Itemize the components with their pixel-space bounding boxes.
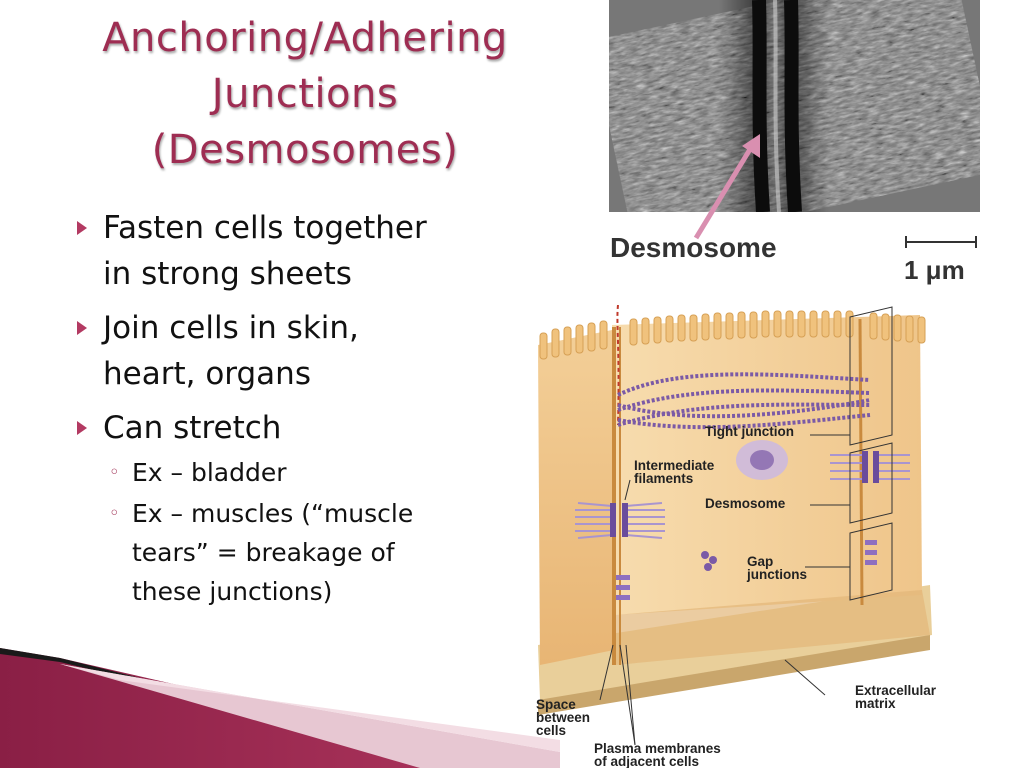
bullet-item: Join cells in skin, heart, organs — [75, 305, 515, 397]
sub-bullet-text: these junctions) — [132, 577, 333, 606]
bullet-arrow-icon — [77, 321, 87, 335]
scale-bar-icon — [905, 236, 977, 248]
label-line: Space — [536, 697, 576, 712]
label-line: between — [536, 710, 591, 725]
label-line: junctions — [747, 567, 807, 582]
label-line: matrix — [855, 696, 896, 711]
pointer-arrow-icon — [693, 134, 760, 240]
bullet-text: Join cells in skin, — [103, 310, 359, 346]
bullet-text: in strong sheets — [103, 256, 352, 292]
bullet-text: Fasten cells together — [103, 210, 427, 246]
desmosome-micrograph — [609, 0, 980, 212]
bullet-list: Fasten cells together in strong sheets J… — [75, 205, 515, 613]
label-extracellular-matrix: Extracellular matrix — [855, 683, 937, 711]
bullet-arrow-icon — [77, 221, 87, 235]
cell-illustration — [538, 304, 932, 746]
sub-bullet-text: tears” = breakage of — [132, 538, 395, 567]
label-gap-junctions: Gap junctions — [747, 554, 807, 582]
title-line-3: (Desmosomes) — [151, 127, 459, 173]
label-line: Intermediate — [634, 458, 715, 473]
sub-bullet-item: ◦ Ex – bladder — [75, 453, 515, 492]
scale-label: 1 μm — [904, 255, 965, 285]
bullet-text: Can stretch — [103, 410, 282, 446]
bullet-item: Can stretch — [75, 405, 515, 451]
sub-bullet-text: Ex – muscles (“muscle — [132, 499, 414, 528]
ring-bullet-icon: ◦ — [109, 462, 120, 483]
label-line: cells — [536, 723, 567, 738]
label-plasma-membranes: Plasma membranes of adjacent cells — [594, 742, 721, 768]
ring-bullet-icon: ◦ — [109, 503, 120, 524]
sub-bullet-item: ◦ Ex – muscles (“muscle tears” = breakag… — [75, 494, 515, 611]
slide-title: Anchoring/Adhering Junctions (Desmosomes… — [40, 10, 570, 178]
label-desmosome: Desmosome — [705, 496, 786, 511]
label-space-between-cells: Space between cells — [536, 697, 591, 738]
title-line-2: Junctions — [211, 71, 399, 117]
bullet-arrow-icon — [77, 421, 87, 435]
label-line: Gap — [747, 554, 774, 569]
label-line: of adjacent cells — [594, 754, 700, 768]
label-line: Extracellular — [855, 683, 937, 698]
micrograph-label: Desmosome — [610, 232, 777, 263]
bullet-text: heart, organs — [103, 356, 311, 392]
bullet-item: Fasten cells together in strong sheets — [75, 205, 515, 297]
cell-junction-diagram: Tight junction Intermediate filaments De… — [530, 304, 1024, 768]
label-line: filaments — [634, 471, 694, 486]
sub-bullet-text: Ex – bladder — [132, 458, 287, 487]
title-line-1: Anchoring/Adhering — [102, 15, 508, 61]
decorative-swoosh — [0, 648, 560, 768]
label-tight-junction: Tight junction — [705, 424, 794, 439]
label-line: Plasma membranes — [594, 741, 721, 756]
label-intermediate-filaments: Intermediate filaments — [634, 458, 715, 486]
